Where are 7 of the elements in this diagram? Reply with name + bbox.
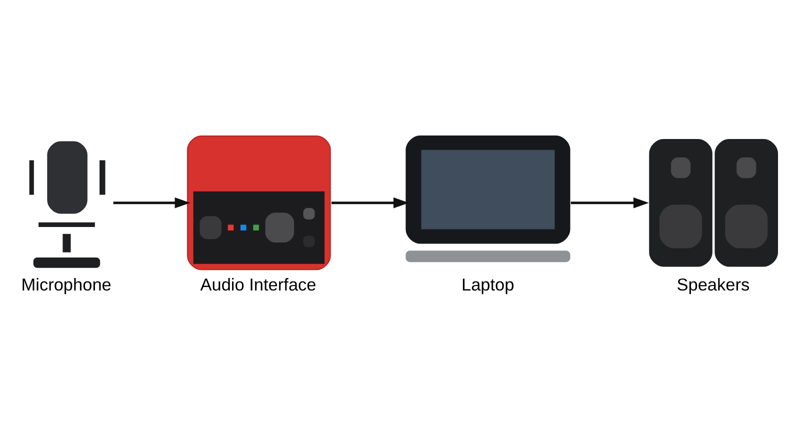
node-label: Speakers [676,274,750,294]
arrow [570,196,648,208]
arrow [112,196,190,208]
node-label: Microphone [20,274,111,294]
node-label: Laptop [461,274,514,294]
arrow [330,196,408,208]
node-label: Audio Interface [200,274,316,294]
